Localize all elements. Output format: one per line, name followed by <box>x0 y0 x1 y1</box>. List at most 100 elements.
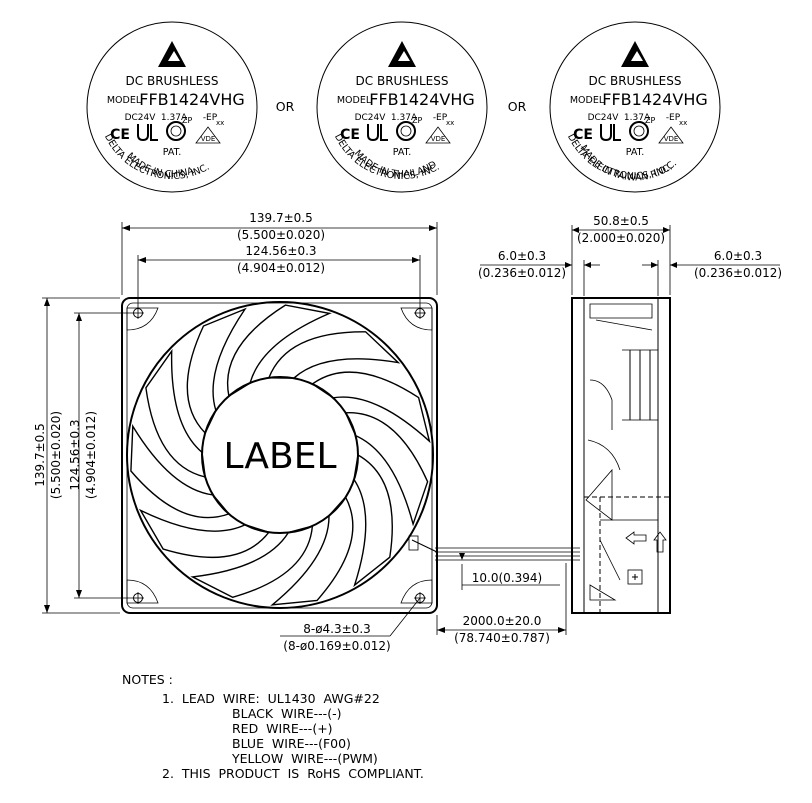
hub-circle <box>201 376 359 534</box>
dim-hole-width-mm: 124.56±0.3 <box>245 244 316 258</box>
side-ribs <box>629 350 651 420</box>
notes-item-2: 2. THIS PRODUCT IS RoHS COMPLIANT. <box>162 766 424 781</box>
dim-hole-in: (8-ø0.169±0.012) <box>283 639 390 653</box>
xx-mark: xx <box>216 119 224 127</box>
label-line1: DC BRUSHLESS <box>126 74 219 88</box>
fan-blade <box>138 508 271 559</box>
dim-hole-height-in: (4.904±0.012) <box>84 411 98 499</box>
delta-logo-icon <box>621 41 649 67</box>
ce-mark-icon: CE <box>573 127 593 143</box>
svg-text:VDE: VDE <box>201 135 216 143</box>
notes-wire-blue: BLUE WIRE---(F00) <box>232 736 351 751</box>
fan-blade <box>267 331 401 379</box>
ul-mark-icon <box>137 124 158 142</box>
dim-flange-left: 6.0±0.3 (0.236±0.012) <box>478 249 600 296</box>
dim-lead-in: (78.740±0.787) <box>454 631 550 645</box>
corner-cutout-br <box>400 579 433 604</box>
or-text-1: OR <box>276 99 295 114</box>
xx-mark: xx <box>446 119 454 127</box>
lead-wires-front <box>435 547 580 561</box>
label-rating-v: DC24V <box>125 113 157 123</box>
dim-height-mm: 139.7±0.5 <box>33 423 47 487</box>
label-line1: DC BRUSHLESS <box>356 74 449 88</box>
ce-mark-icon: CE <box>110 127 130 143</box>
dim-flange-right-in: (0.236±0.012) <box>694 266 782 280</box>
zp-mark: ZP <box>645 116 655 125</box>
dim-wire-offset: 10.0(0.394) <box>459 553 560 590</box>
zp-mark: ZP <box>412 116 422 125</box>
dim-hole-height: 124.56±0.3 (4.904±0.012) <box>68 312 132 599</box>
ul-mark-icon <box>600 124 621 142</box>
csa-mark-icon <box>396 121 416 141</box>
dim-hole-width: 124.56±0.3 (4.904±0.012) <box>137 244 421 308</box>
venturi-circle <box>126 301 434 609</box>
fan-blade <box>130 423 231 519</box>
corner-cutout-bl <box>126 579 159 604</box>
fan-blade <box>186 307 247 435</box>
label-rating-suffix: -EP <box>433 113 448 123</box>
notes-item-1: 1. LEAD WIRE: UL1430 AWG#22 <box>162 691 380 706</box>
hub-label: LABEL <box>223 436 336 477</box>
label-model: FFB1424VHG <box>139 90 244 109</box>
notes-title: NOTES : <box>122 672 173 687</box>
dim-hole-width-in: (4.904±0.012) <box>237 261 325 275</box>
frame-outline <box>121 297 438 614</box>
fan-blade <box>353 453 393 588</box>
ul-mark-icon <box>367 124 388 142</box>
dim-width-mm: 139.7±0.5 <box>249 211 313 225</box>
dim-height: 139.7±0.5 (5.500±0.020) <box>33 297 120 614</box>
label-model: FFB1424VHG <box>369 90 474 109</box>
dim-height-in: (5.500±0.020) <box>49 411 63 499</box>
zp-mark: ZP <box>182 116 192 125</box>
dim-flange-left-in: (0.236±0.012) <box>478 266 566 280</box>
label-origin: MADE IN CHINA <box>124 151 195 180</box>
dim-depth-mm: 50.8±0.5 <box>593 214 649 228</box>
notes-block: NOTES : 1. LEAD WIRE: UL1430 AWG#22 BLAC… <box>122 672 542 781</box>
dim-width: 139.7±0.5 (5.500±0.020) <box>121 211 438 295</box>
dim-flange-left-mm: 6.0±0.3 <box>498 249 546 263</box>
wire-strain-relief <box>408 535 419 551</box>
svg-text:VDE: VDE <box>431 135 446 143</box>
mount-hole-tr <box>414 307 426 319</box>
label-pat: PAT. <box>393 147 412 158</box>
label-rating-a: 1.37A <box>624 113 651 123</box>
dim-depth: 50.8±0.5 (2.000±0.020) <box>571 214 671 295</box>
dim-width-in: (5.500±0.020) <box>237 228 325 242</box>
label-outline <box>86 21 258 193</box>
dim-wire-offset-text: 10.0(0.394) <box>472 571 542 585</box>
label-model-prefix: MODEL <box>337 95 372 106</box>
dim-lead-length: 2000.0±20.0 (78.740±0.787) <box>436 563 567 645</box>
delta-logo-icon <box>388 41 416 67</box>
label-pat: PAT. <box>163 147 182 158</box>
fan-blade <box>270 495 354 606</box>
mount-hole-bl <box>132 592 144 604</box>
csa-mark-icon <box>629 121 649 141</box>
notes-wire-yellow: YELLOW WIRE---(PWM) <box>232 751 378 766</box>
dim-hole-callout: 8-ø4.3±0.3 (8-ø0.169±0.012) <box>280 597 421 653</box>
fan-front-view: LABEL <box>121 297 580 614</box>
dim-hole-mm: 8-ø4.3±0.3 <box>303 622 371 636</box>
or-text-2: OR <box>508 99 527 114</box>
rotation-arrow-icon <box>653 531 667 553</box>
label-rating-v: DC24V <box>588 113 620 123</box>
wire-exit <box>627 569 643 585</box>
fan-blade <box>311 371 431 444</box>
fan-blade <box>227 304 332 398</box>
label-rating-suffix: -EP <box>203 113 218 123</box>
vde-mark-icon: VDE <box>658 126 684 144</box>
mount-hole-tl <box>132 307 144 319</box>
label-line1: DC BRUSHLESS <box>589 74 682 88</box>
corner-cutout-tr <box>400 307 433 331</box>
label-pat: PAT. <box>626 147 645 158</box>
fan-blade <box>145 348 207 478</box>
ce-mark-icon: CE <box>340 127 360 143</box>
label-circle-china: DC BRUSHLESS MODEL FFB1424VHG DC24V 1.37… <box>86 21 258 193</box>
delta-logo-inner <box>168 51 180 61</box>
corner-cutout-tl <box>126 307 159 331</box>
delta-logo-icon <box>158 41 186 67</box>
side-frame-outline <box>571 297 671 614</box>
dim-flange-right: 6.0±0.3 (0.236±0.012) <box>642 249 782 296</box>
notes-wire-red: RED WIRE---(+) <box>232 721 333 736</box>
label-model: FFB1424VHG <box>602 90 707 109</box>
